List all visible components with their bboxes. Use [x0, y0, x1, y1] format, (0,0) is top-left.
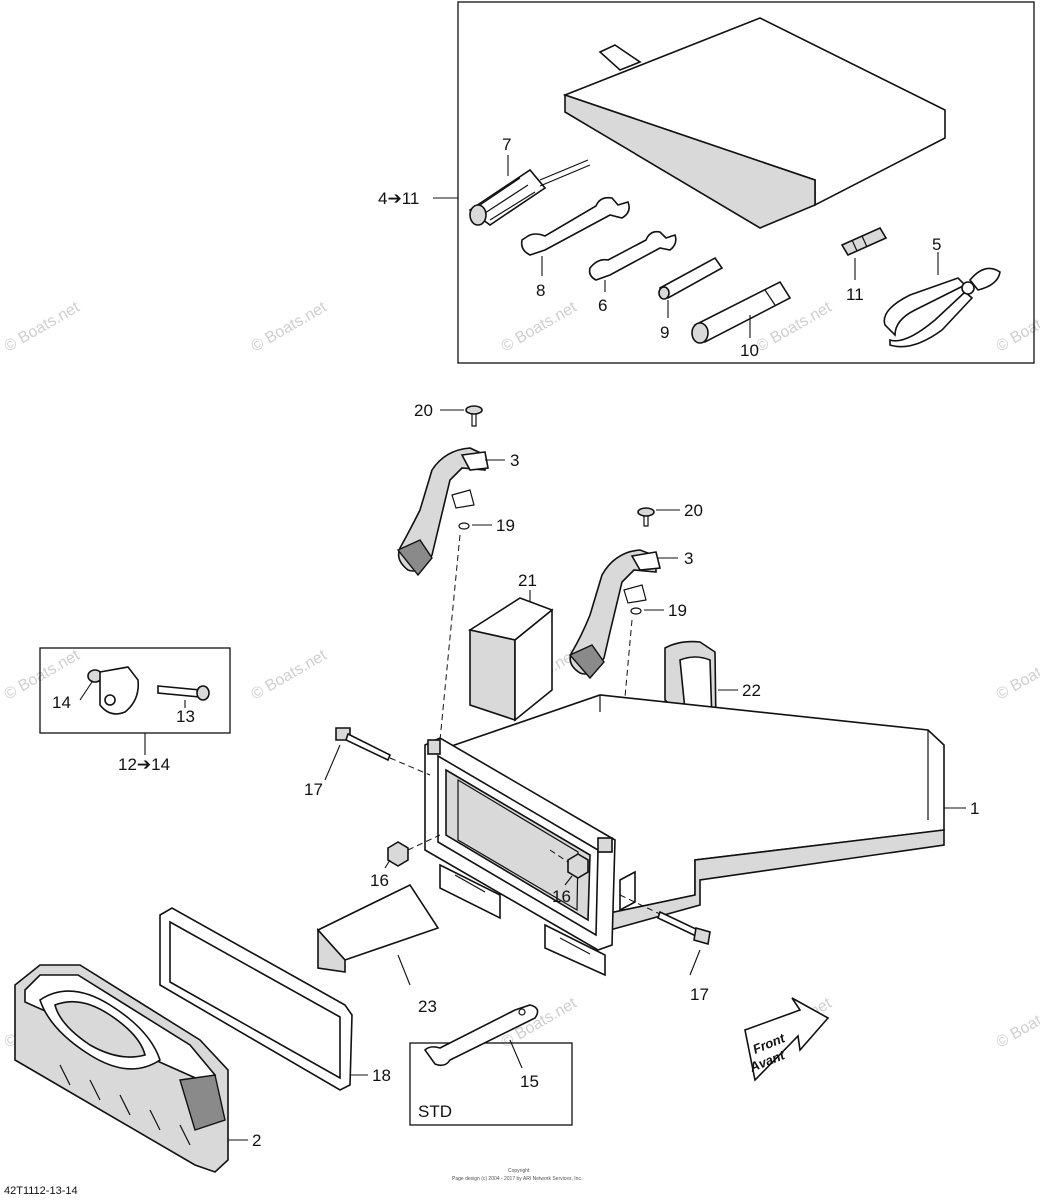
std-label: STD — [418, 1102, 452, 1121]
callout-1: 1 — [970, 799, 979, 818]
callout-23: 23 — [418, 997, 437, 1016]
tool-kit-group — [433, 1, 1035, 364]
callout-4-11: 4➔11 — [378, 189, 419, 208]
pliers — [883, 252, 1001, 348]
callout-6: 6 — [598, 296, 607, 315]
callout-10: 10 — [740, 341, 759, 360]
callout-7: 7 — [502, 135, 511, 154]
nut-16-left — [384, 834, 441, 869]
watermark: © Boats.net — [994, 299, 1040, 356]
tool-kit-frame — [457, 1, 1035, 364]
storage-bin — [424, 694, 966, 977]
lid-2 — [14, 964, 248, 1173]
callout-8: 8 — [536, 281, 545, 300]
callout-17-right: 17 — [690, 985, 709, 1004]
wrench-large — [520, 196, 630, 276]
callout-9: 9 — [660, 323, 669, 342]
callout-18: 18 — [372, 1066, 391, 1085]
socket-tube-large — [691, 280, 792, 344]
watermark: © Boats.net — [994, 995, 1040, 1052]
callout-12-14: 12➔14 — [118, 755, 170, 774]
footer-copyright: Copyright — [508, 1168, 530, 1174]
socket-tube-small — [658, 256, 724, 318]
panel-23 — [316, 883, 440, 986]
callout-16-left: 16 — [370, 871, 389, 890]
spare-part-11 — [840, 226, 888, 280]
callout-11: 11 — [846, 285, 864, 304]
callout-13: 13 — [176, 707, 195, 726]
watermark: © Boats.net — [994, 647, 1040, 704]
front-direction-arrow: Front Avant — [744, 997, 830, 1082]
callout-17-left: 17 — [304, 780, 323, 799]
callout-2: 2 — [252, 1131, 261, 1150]
watermark: © Boats.net — [249, 299, 331, 356]
callout-20-left: 20 — [414, 401, 433, 420]
callout-5: 5 — [932, 235, 941, 254]
fastener-kit-group — [39, 647, 231, 755]
callout-19-right: 19 — [668, 601, 687, 620]
callout-14: 14 — [52, 693, 71, 712]
callout-20-right: 20 — [684, 501, 703, 520]
handle-left-group — [396, 405, 505, 741]
tool-pouch — [562, 17, 946, 229]
fastener-kit-frame — [39, 647, 231, 734]
callout-3-left: 3 — [510, 451, 519, 470]
footer-page-design: Page design (c) 2004 - 2017 by ARI Netwo… — [452, 1176, 582, 1182]
watermark: © Boats.net — [249, 647, 331, 704]
std-tool-frame — [409, 1042, 573, 1126]
screwdriver — [468, 155, 591, 226]
watermark: © Boats.net — [2, 299, 84, 356]
gasket-18 — [159, 907, 368, 1091]
callout-19-left: 19 — [496, 516, 515, 535]
bolt-17-right — [619, 894, 711, 976]
callout-labels: 4➔11 7 8 6 9 10 11 5 20 3 19 20 3 19 21 … — [52, 135, 979, 1150]
drawing-code: 42T1112-13-14 — [4, 1185, 78, 1197]
callout-3-right: 3 — [684, 549, 693, 568]
std-tool-group — [409, 1004, 573, 1126]
callout-16-right: 16 — [552, 887, 571, 906]
wrench-small — [588, 230, 677, 292]
callout-22: 22 — [742, 681, 761, 700]
panel-21 — [467, 590, 554, 722]
callout-21: 21 — [518, 571, 537, 590]
bolt-17-left — [324, 727, 431, 781]
watermark: © Boats.net — [499, 299, 581, 356]
callout-15: 15 — [520, 1072, 539, 1091]
nut-16-right — [549, 849, 589, 886]
